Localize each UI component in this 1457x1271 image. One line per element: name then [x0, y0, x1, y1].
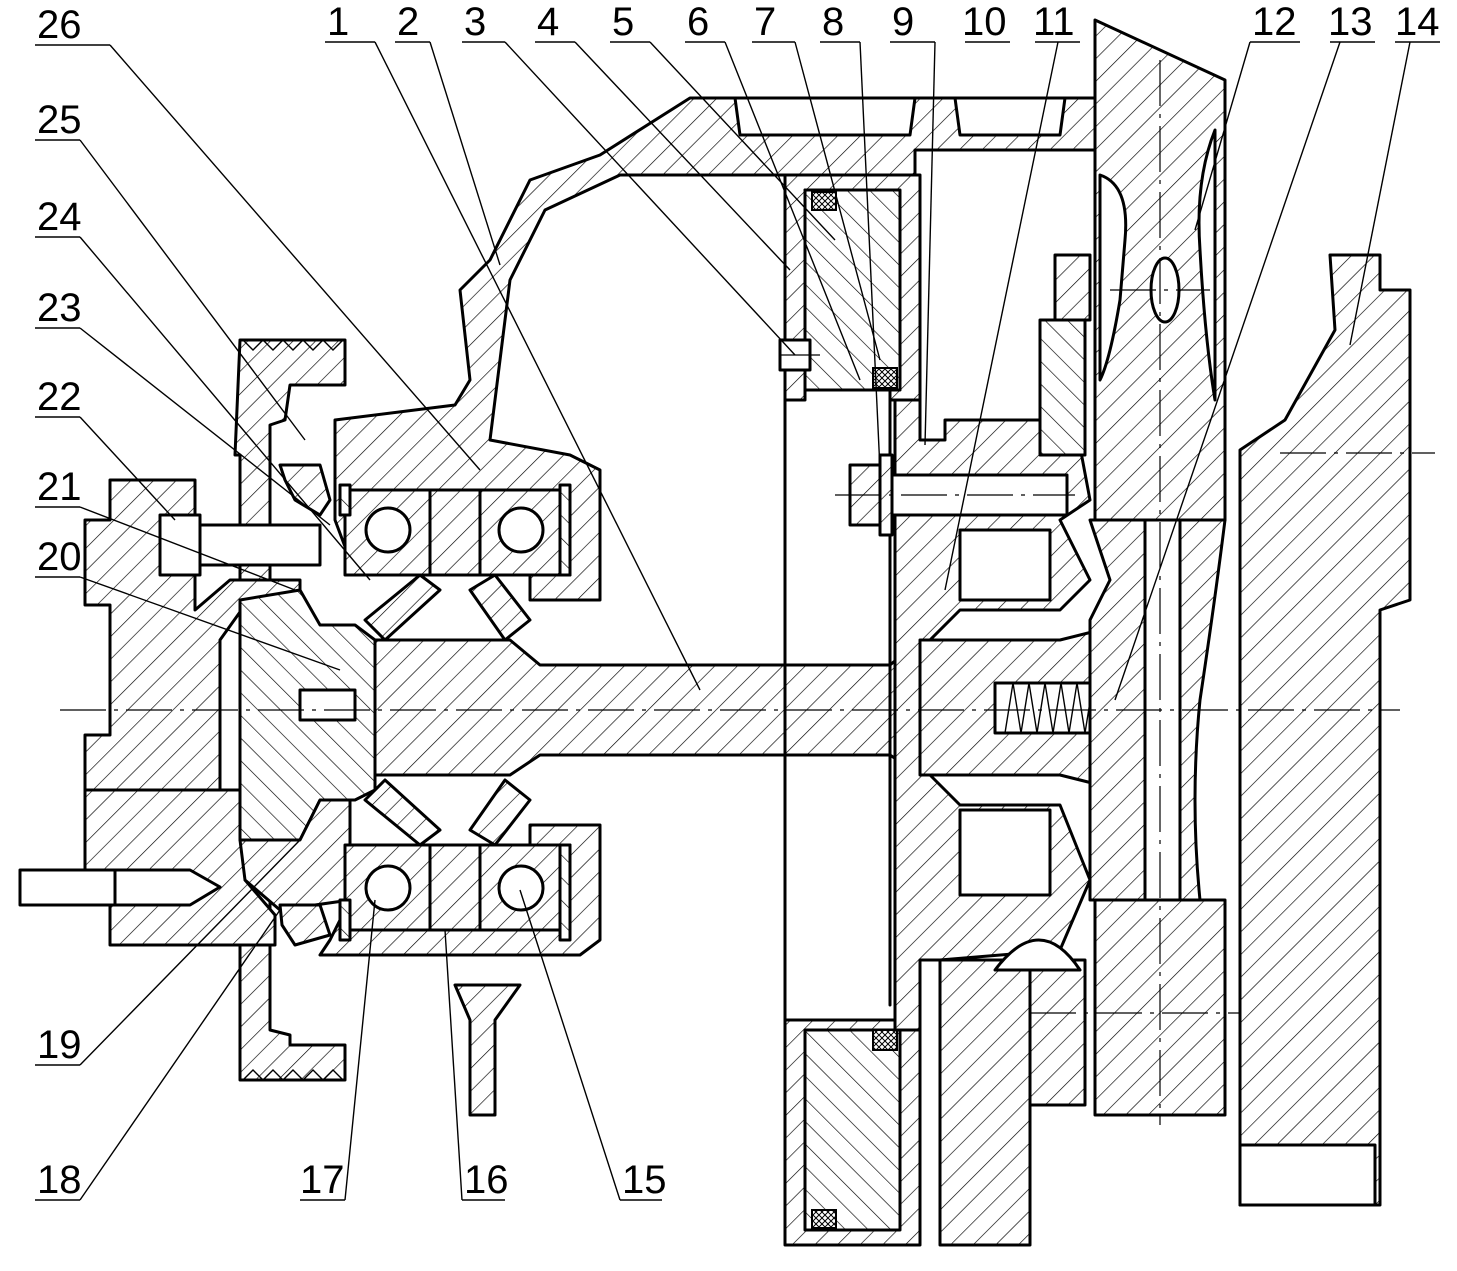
callout-15: 15 — [622, 1158, 667, 1202]
callout-14: 14 — [1395, 0, 1440, 44]
callout-20: 20 — [37, 535, 82, 579]
callout-1: 1 — [327, 0, 349, 44]
centerlines — [60, 60, 1435, 1125]
clutch-disc — [778, 173, 922, 1247]
callout-8: 8 — [822, 0, 844, 44]
callout-19: 19 — [37, 1023, 82, 1067]
callout-17: 17 — [300, 1158, 345, 1202]
callouts: 26 1 2 3 4 5 6 7 8 9 10 11 12 13 14 25 2… — [37, 0, 1440, 1202]
callout-7: 7 — [754, 0, 776, 44]
callout-25: 25 — [37, 98, 82, 142]
callout-12: 12 — [1252, 0, 1297, 44]
callout-26: 26 — [37, 3, 82, 47]
callout-5: 5 — [612, 0, 634, 44]
studs — [18, 513, 357, 907]
callout-3: 3 — [464, 0, 486, 44]
callout-6: 6 — [687, 0, 709, 44]
callout-9: 9 — [892, 0, 914, 44]
callout-23: 23 — [37, 286, 82, 330]
leader-lines — [35, 41, 1440, 1201]
callout-10: 10 — [962, 0, 1007, 44]
callout-18: 18 — [37, 1158, 82, 1202]
callout-11: 11 — [1033, 0, 1075, 44]
bearings — [338, 483, 572, 942]
callout-21: 21 — [37, 465, 82, 509]
right-assembly — [938, 18, 1412, 1247]
seal-24-bottom — [278, 903, 332, 947]
callout-24: 24 — [37, 195, 82, 239]
callout-4: 4 — [537, 0, 559, 44]
callout-13: 13 — [1328, 0, 1373, 44]
callout-2: 2 — [397, 0, 419, 44]
seal-24-top — [278, 463, 332, 517]
callout-16: 16 — [464, 1158, 509, 1202]
callout-22: 22 — [37, 375, 82, 419]
